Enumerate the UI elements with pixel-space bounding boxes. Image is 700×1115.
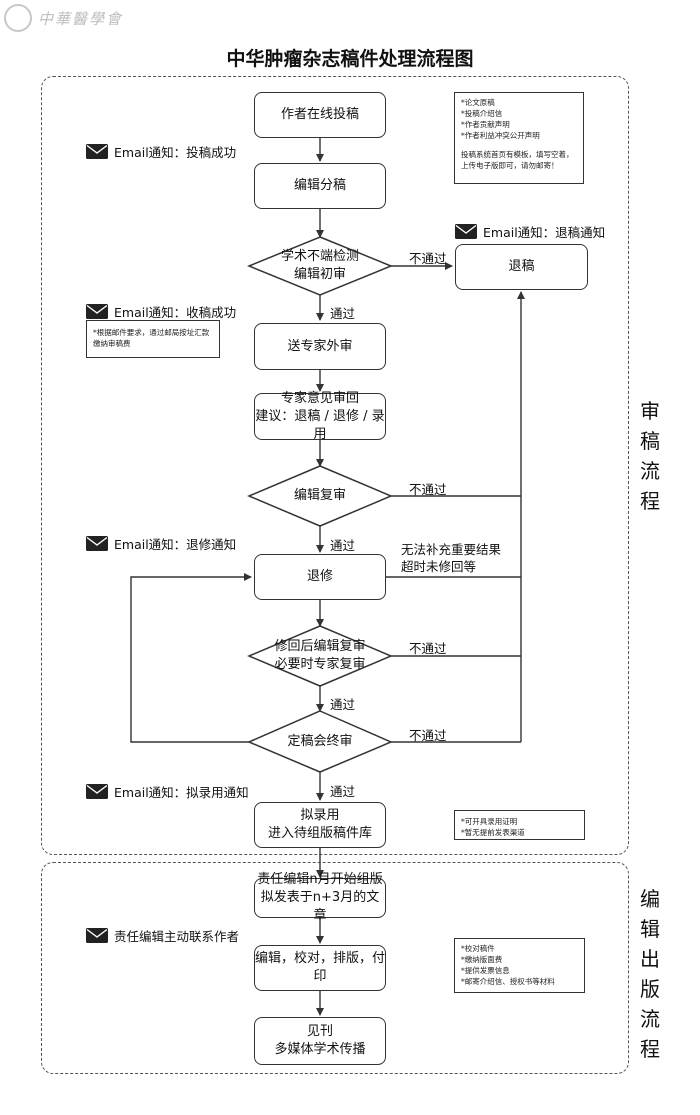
publish-region [41,862,629,1074]
label-fail-final: 不通过 [409,728,447,743]
edge-final-revise-loop [130,573,252,743]
logo-seal-icon [4,4,32,32]
diamond-final-review [247,710,393,773]
notify-accept: Email通知：拟录用通知 [86,782,249,801]
box-reject: 退稿 [455,244,588,290]
note-submission-materials: *论文原稿 *投稿介绍信 *作者贡献声明 *作者利益冲突公开声明 投稿系统首页有… [454,92,584,184]
page-title: 中华肿瘤杂志稿件处理流程图 [226,48,474,70]
envelope-icon [86,304,108,319]
box-revise: 退修 [254,554,386,600]
review-region [41,76,629,855]
label-pass-revised: 通过 [330,697,356,712]
label-fail-revised: 不通过 [409,641,447,656]
diamond-recheck [247,465,393,527]
box-editor-assign: 编辑分稿 [254,163,386,209]
diamond-revised-text: 修回后编辑复审 必要时专家复审 [274,639,366,672]
header-logo: 中華醫學會 [4,4,123,32]
publish-region-label: 编 辑 出 版 流 程 [640,887,660,1061]
notify-contact-author: 责任编辑主动联系作者 [86,926,239,945]
box-external-review: 送专家外审 [254,323,386,370]
label-cannot-supplement: 无法补充重要结果 超时未修回等 [401,542,502,574]
envelope-icon [86,144,108,159]
notify-received: Email通知：收稿成功 [86,302,236,321]
note-accept-info: *可开具录用证明 *暂无提前发表渠道 [454,810,585,840]
envelope-icon [86,928,108,943]
box-online-submission: 作者在线投稿 [254,92,386,138]
envelope-icon [86,536,108,551]
envelope-icon [455,224,477,239]
diamond-initial-review [247,236,393,296]
box-edit-proof: 编辑，校对，排版，付印 [254,945,386,991]
notify-submit-success: Email通知：投稿成功 [86,142,236,161]
diamond-revised-review [247,625,393,687]
box-expert-opinion: 专家意见审回 建议：退稿 / 退修 / 录用 [254,390,386,442]
logo-text: 中華醫學會 [38,9,124,28]
diamond-initial-text: 学术不端检测 编辑初审 [280,249,359,282]
diamond-final-text: 定稿会终审 [287,734,353,749]
review-region-label: 审 稿 流 程 [640,399,660,513]
label-pass-initial: 通过 [330,306,356,321]
envelope-icon [86,784,108,799]
note-review-fee: *根据邮件要求，通过邮局按址汇款 缴纳审稿费 [86,320,220,358]
note-publish-materials: *校对稿件 *缴纳版面费 *提供发票信息 *邮寄介绍信、授权书等材料 [454,938,585,993]
diamond-recheck-text: 编辑复审 [293,488,346,503]
notify-revision: Email通知：退修通知 [86,534,236,553]
box-accept: 拟录用 进入待组版稿件库 [254,802,386,848]
box-compose: 责任编辑n月开始组版 拟发表于n+3月的文章 [254,872,386,923]
notify-reject: Email通知：退稿通知 [455,222,605,241]
label-pass-recheck: 通过 [330,538,356,553]
label-fail-initial: 不通过 [409,251,447,266]
label-fail-recheck: 不通过 [409,482,447,497]
label-pass-final: 通过 [330,784,356,799]
box-publish: 见刊 多媒体学术传播 [254,1017,386,1065]
